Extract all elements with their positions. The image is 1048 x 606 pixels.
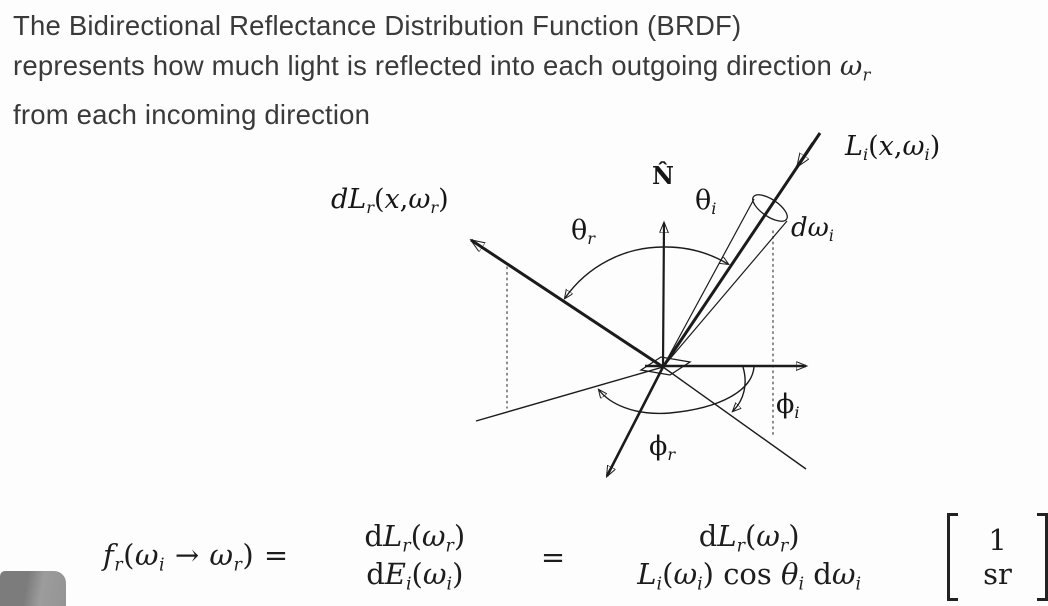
normal-label: N̂ bbox=[652, 161, 674, 190]
normal-vector-arrow bbox=[663, 223, 664, 368]
phi-i-label: ϕi bbox=[776, 389, 800, 423]
omega-r-inline: ωr bbox=[839, 50, 871, 85]
phi-r-label: ϕr bbox=[649, 431, 676, 465]
title-line-3: from each incoming direction bbox=[13, 99, 371, 131]
theta-i-label: θi bbox=[695, 185, 717, 219]
formula-equals-2: = bbox=[540, 540, 566, 574]
webcam-overlay-corner bbox=[0, 571, 66, 606]
incident-ray bbox=[661, 132, 822, 368]
incident-projection-line bbox=[662, 366, 807, 470]
theta-r-arc bbox=[565, 246, 665, 298]
reflected-ray-arrow bbox=[471, 238, 664, 369]
phi-i-arc bbox=[733, 366, 746, 411]
theta-i-arc bbox=[664, 246, 728, 264]
phi-r-arc bbox=[599, 366, 755, 415]
incident-ray-arrowhead bbox=[795, 142, 815, 167]
theta-r-label: θr bbox=[571, 215, 596, 249]
incoming-radiance-label: Li(x,ωi) bbox=[845, 131, 941, 165]
unit-numerator: 1 bbox=[988, 522, 1007, 557]
fraction-1-denominator: dEi(ωi) bbox=[366, 557, 464, 595]
cone-edge-right bbox=[662, 220, 788, 368]
formula-fraction-1: dLr(ωr) dEi(ωi) bbox=[304, 519, 526, 595]
unit-denominator: sr bbox=[983, 557, 1012, 591]
brdf-formula: fr(ωi → ωr) = dLr(ωr) dEi(ωi) = dLr(ωr) … bbox=[103, 511, 1048, 603]
solid-angle-label: dωi bbox=[791, 213, 834, 245]
reflected-projection-line bbox=[475, 366, 664, 422]
formula-fraction-2: dLr(ωr) Li(ωi) cos θi dωi bbox=[580, 519, 918, 595]
fraction-1-numerator: dLr(ωr) bbox=[364, 518, 466, 557]
title-line-2: represents how much light is reflected i… bbox=[13, 50, 871, 85]
outgoing-radiance-label: dLr(x,ωr) bbox=[331, 184, 449, 218]
cone-edge-left bbox=[662, 198, 755, 368]
formula-lhs: fr(ωi → ωr) = bbox=[103, 538, 289, 576]
right-bracket bbox=[1036, 513, 1048, 601]
unit-fraction: 1 sr bbox=[965, 523, 1030, 591]
left-bracket bbox=[947, 513, 959, 601]
slide-title: The Bidirectional Reflectance Distributi… bbox=[13, 6, 1043, 135]
incident-ray-extension bbox=[605, 366, 665, 476]
unit-bracket: 1 sr bbox=[947, 513, 1048, 601]
title-line-1: The Bidirectional Reflectance Distributi… bbox=[13, 10, 742, 41]
fraction-2-numerator: dLr(ωr) bbox=[698, 518, 800, 557]
cone-cap-ellipse bbox=[752, 194, 788, 222]
fraction-2-denominator: Li(ωi) cos θi dωi bbox=[637, 557, 862, 595]
